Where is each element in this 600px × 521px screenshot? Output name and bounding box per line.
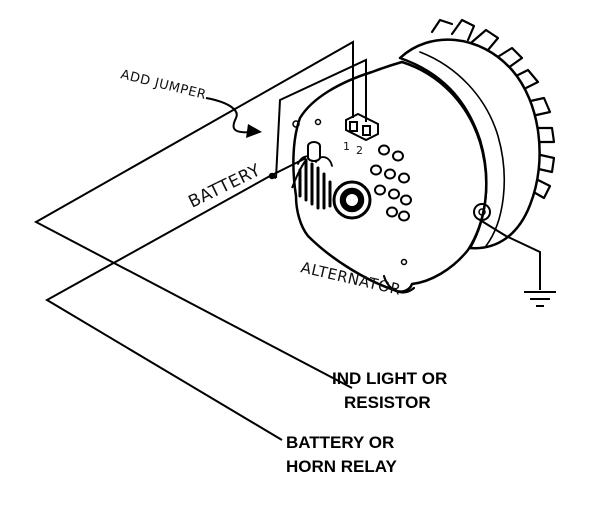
jumper-wire <box>275 58 367 179</box>
front-frame <box>292 60 488 293</box>
wires <box>33 40 541 441</box>
add-jumper-label: ADD JUMPER <box>119 67 208 103</box>
regulator-plug <box>345 68 379 142</box>
terminal-1-label: 1 <box>343 140 351 153</box>
battery-relay-label-line2: HORN RELAY <box>286 457 397 476</box>
jumper-callout-arrow <box>205 97 262 138</box>
vent-slots <box>298 158 332 210</box>
terminal-2-label: 2 <box>356 144 364 157</box>
ind-light-label-line2: RESISTOR <box>344 393 431 412</box>
ground-symbol-icon <box>524 291 556 307</box>
battery-terminal-stud <box>291 141 321 189</box>
battery-relay-label-line1: BATTERY OR <box>286 433 394 452</box>
alternator <box>292 18 556 294</box>
ind-light-wire <box>33 40 354 389</box>
ground-wire <box>505 235 541 290</box>
vent-holes <box>370 144 412 222</box>
ind-light-label-line1: IND LIGHT OR <box>332 369 447 388</box>
battery-wire <box>44 157 307 441</box>
